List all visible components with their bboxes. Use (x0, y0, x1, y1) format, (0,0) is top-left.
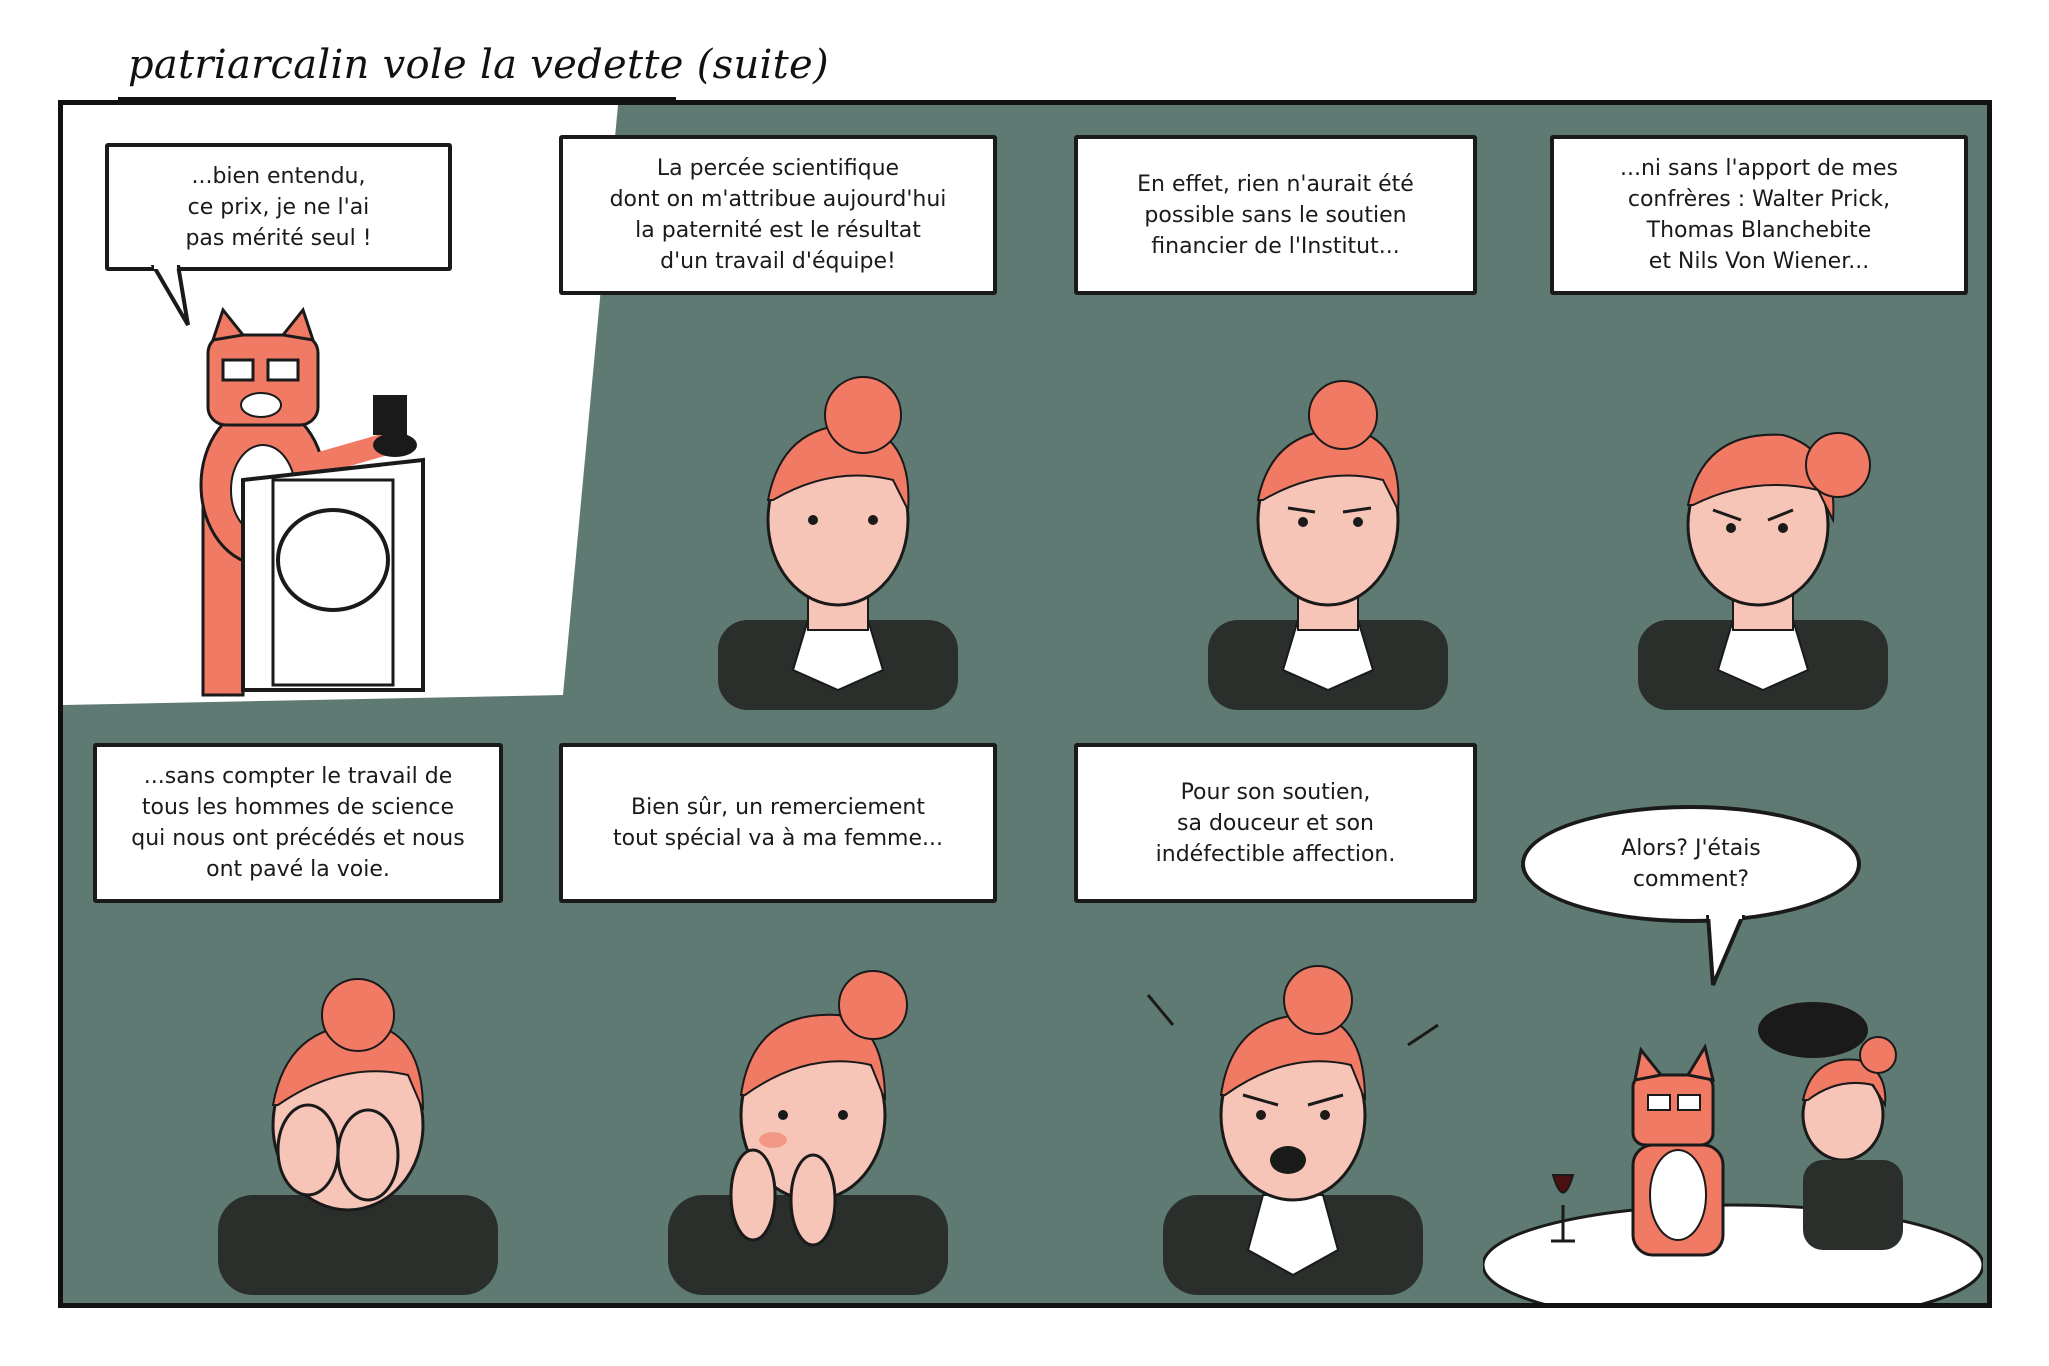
comic-page: ...bien entendu, ce prix, je ne l'ai pas… (58, 100, 1992, 1308)
speech-bubble-6: Bien sûr, un remerciement tout spécial v… (559, 743, 997, 903)
speech-bubble-4: ...ni sans l'apport de mes confrères : W… (1550, 135, 1968, 295)
podium (241, 457, 425, 692)
woman-facepalm (218, 978, 498, 1295)
woman-shocked (1146, 965, 1439, 1295)
woman-portrait-3 (1638, 432, 1888, 710)
dinner-table-scene (1483, 1002, 1983, 1303)
woman-portrait-1 (718, 376, 958, 710)
speech-bubble-5: ...sans compter le travail de tous les h… (93, 743, 503, 903)
bubble-tail-1 (150, 265, 190, 327)
speech-bubble-1: ...bien entendu, ce prix, je ne l'ai pas… (105, 143, 452, 271)
speech-bubble-8: Alors? J'étais comment? (1521, 805, 1861, 923)
woman-portrait-2 (1208, 380, 1448, 710)
speech-bubble-2: La percée scientifique dont on m'attribu… (559, 135, 997, 295)
speech-bubble-3: En effet, rien n'aurait été possible san… (1074, 135, 1477, 295)
woman-blushing (668, 970, 948, 1295)
speech-bubble-7: Pour son soutien, sa douceur et son indé… (1074, 743, 1477, 903)
title-underline (118, 97, 676, 100)
comic-title: patriarcalin vole la vedette (suite) (128, 42, 829, 88)
bubble-tail-8 (1705, 915, 1746, 986)
